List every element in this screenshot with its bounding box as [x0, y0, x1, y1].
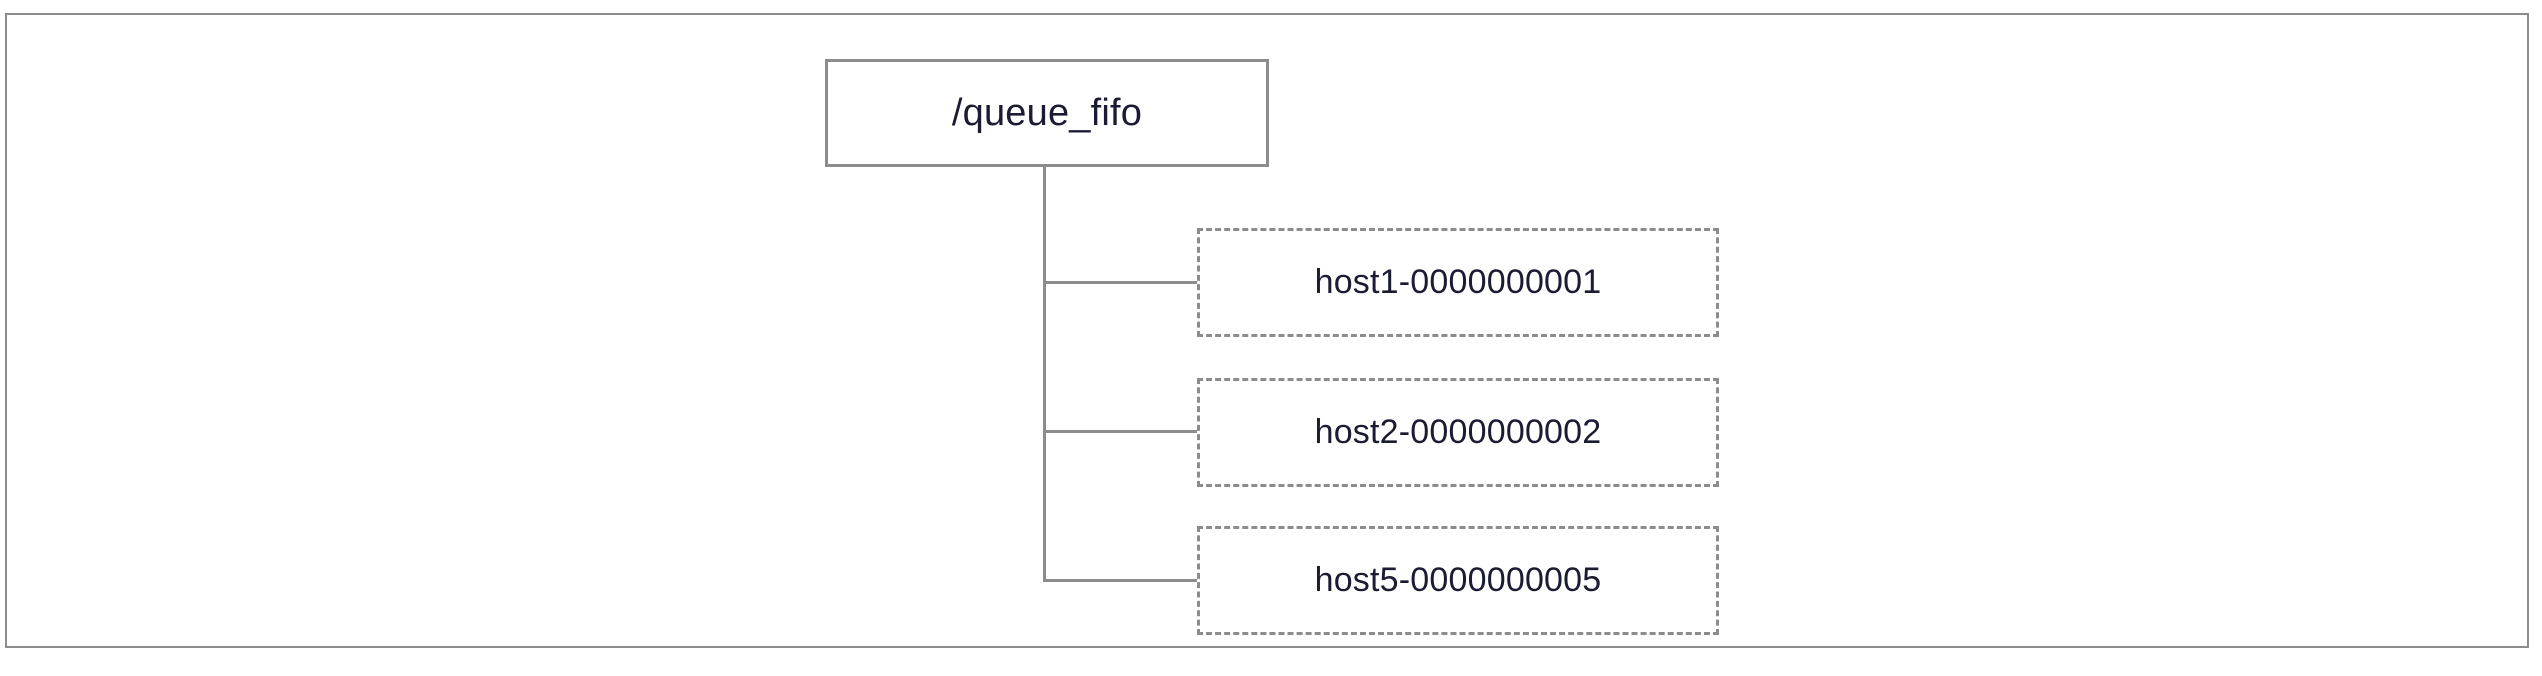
node-root-label: /queue_fifo [951, 91, 1143, 134]
node-child-host5[interactable]: host5-0000000005 [1197, 526, 1719, 635]
node-child-host1[interactable]: host1-0000000001 [1197, 228, 1719, 337]
node-child-host2[interactable]: host2-0000000002 [1197, 378, 1719, 487]
connector-branch-2 [1043, 430, 1199, 433]
diagram-frame: /queue_fifo host1-0000000001 host2-00000… [5, 13, 2529, 648]
connector-trunk-vertical [1043, 167, 1046, 582]
node-child-3-label: host5-0000000005 [1314, 561, 1602, 599]
connector-branch-1 [1043, 281, 1199, 284]
connector-branch-3 [1043, 579, 1199, 582]
node-root-queue-fifo[interactable]: /queue_fifo [825, 59, 1269, 167]
node-child-1-label: host1-0000000001 [1314, 263, 1602, 301]
node-child-2-label: host2-0000000002 [1314, 413, 1602, 451]
